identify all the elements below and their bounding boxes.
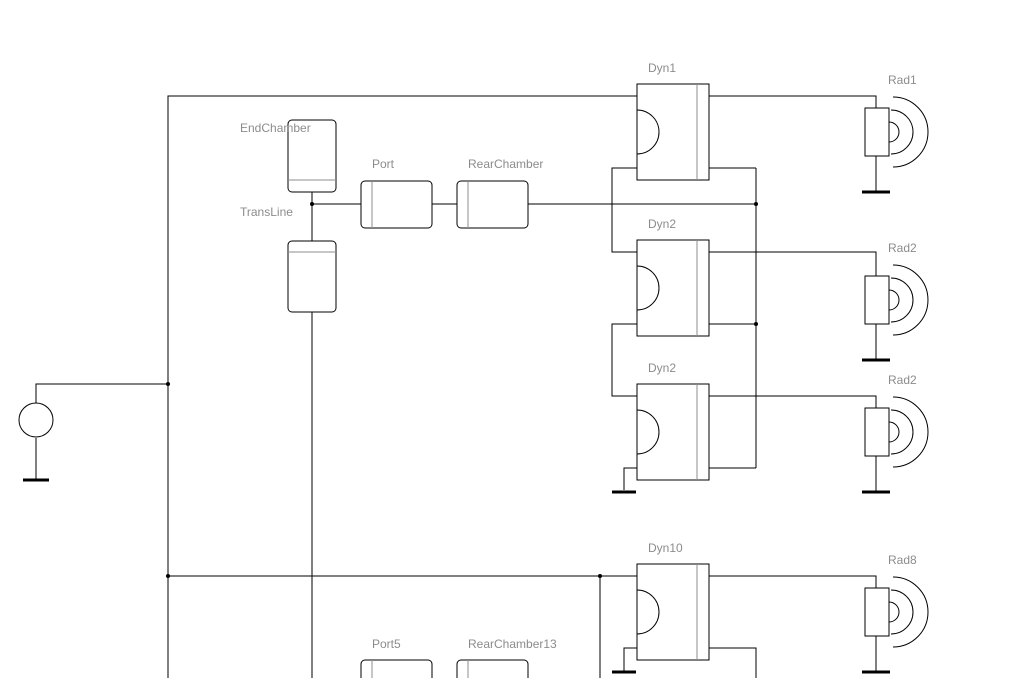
trans-line[interactable]: [287, 240, 337, 313]
radiator-rad2-b[interactable]: [862, 396, 929, 494]
dyn2-b-label: Dyn2: [648, 361, 676, 375]
junction-dots: [166, 202, 758, 578]
port5-label: Port5: [372, 637, 401, 651]
port[interactable]: [360, 180, 433, 229]
port-label: Port: [372, 157, 395, 171]
radiator-rad2-a[interactable]: [862, 264, 929, 362]
end-chamber-label: EndChamber: [240, 121, 311, 135]
rear-chamber-label: RearChamber: [468, 157, 543, 171]
driver-dyn10[interactable]: [612, 563, 710, 674]
trans-line-label: TransLine: [240, 205, 293, 219]
voltage-source[interactable]: [18, 402, 54, 482]
driver-dyn2-b[interactable]: [612, 383, 710, 494]
radiator-rad8[interactable]: [862, 576, 929, 674]
rear-chamber[interactable]: [456, 180, 529, 229]
driver-dyn1[interactable]: [636, 83, 710, 181]
rear-chamber13[interactable]: [456, 659, 529, 678]
wires: [35, 95, 877, 678]
port5[interactable]: [360, 659, 433, 678]
dyn10-label: Dyn10: [648, 541, 683, 555]
rear-chamber13-label: RearChamber13: [468, 637, 557, 651]
radiator-rad1[interactable]: [862, 96, 929, 194]
driver-dyn2-a[interactable]: [636, 239, 710, 337]
rad2-a-label: Rad2: [888, 241, 917, 255]
dyn2-a-label: Dyn2: [648, 217, 676, 231]
end-chamber[interactable]: [287, 119, 337, 193]
rad8-label: Rad8: [888, 553, 917, 567]
rad2-b-label: Rad2: [888, 373, 917, 387]
dyn1-label: Dyn1: [648, 61, 676, 75]
rad1-label: Rad1: [888, 73, 917, 87]
